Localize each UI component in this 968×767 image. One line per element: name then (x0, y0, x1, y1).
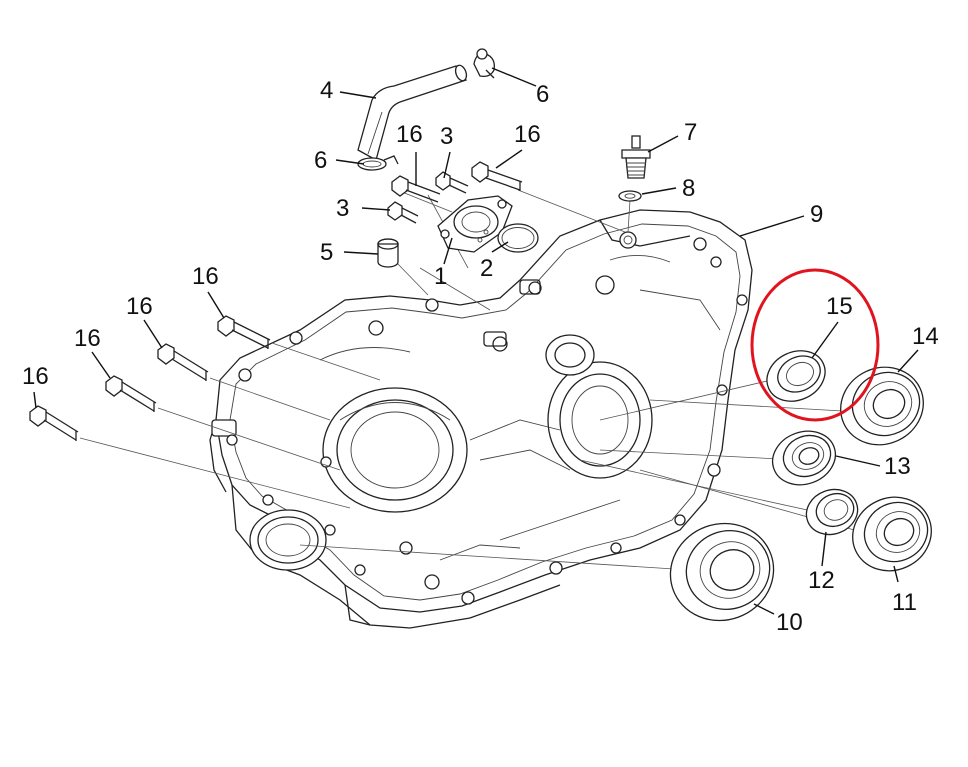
callout-10: 10 (776, 609, 803, 636)
callout-6: 6 (314, 147, 327, 174)
callout-6: 6 (536, 81, 549, 108)
callout-13: 13 (884, 453, 911, 480)
bearing-14 (840, 366, 924, 446)
callout-8: 8 (682, 175, 695, 202)
highlight-circle (750, 268, 880, 422)
callout-1: 1 (434, 263, 447, 290)
callout-3: 3 (440, 123, 453, 150)
assembly-guide-lines (79, 187, 891, 571)
callout-9: 9 (810, 201, 823, 228)
neutral-switch (621, 135, 651, 179)
hose-connector (377, 238, 399, 268)
callout-4: 4 (320, 77, 333, 104)
callout-15: 15 (826, 293, 853, 320)
o-ring (497, 223, 539, 253)
callout-16: 16 (396, 121, 423, 148)
callout-16: 16 (22, 363, 49, 390)
bearing-11 (852, 496, 932, 572)
seal-12 (805, 488, 859, 536)
breather-hose (357, 64, 468, 161)
callout-16: 16 (126, 293, 153, 320)
callout-3: 3 (336, 195, 349, 222)
bearing-13 (771, 430, 837, 486)
leader-lines (33, 67, 919, 615)
callout-2: 2 (480, 255, 493, 282)
callout-5: 5 (320, 239, 333, 266)
callout-16: 16 (192, 263, 219, 290)
short-bolts (387, 171, 469, 224)
callout-16: 16 (74, 325, 101, 352)
sealing-washer (618, 190, 642, 202)
callout-11: 11 (892, 589, 917, 616)
callout-14: 14 (912, 323, 939, 350)
callout-labels: 1 2 3 3 4 5 6 6 7 8 9 10 11 12 13 14 15 … (22, 77, 939, 636)
callout-7: 7 (684, 119, 697, 146)
hose-clamps (357, 48, 495, 171)
long-bolts (29, 161, 523, 441)
callout-16: 16 (514, 121, 541, 148)
bearing-10 (669, 522, 775, 622)
cover-plate (437, 195, 513, 253)
callout-12: 12 (808, 567, 835, 594)
crankcase-half (209, 209, 753, 629)
oil-seal-15 (766, 350, 826, 402)
